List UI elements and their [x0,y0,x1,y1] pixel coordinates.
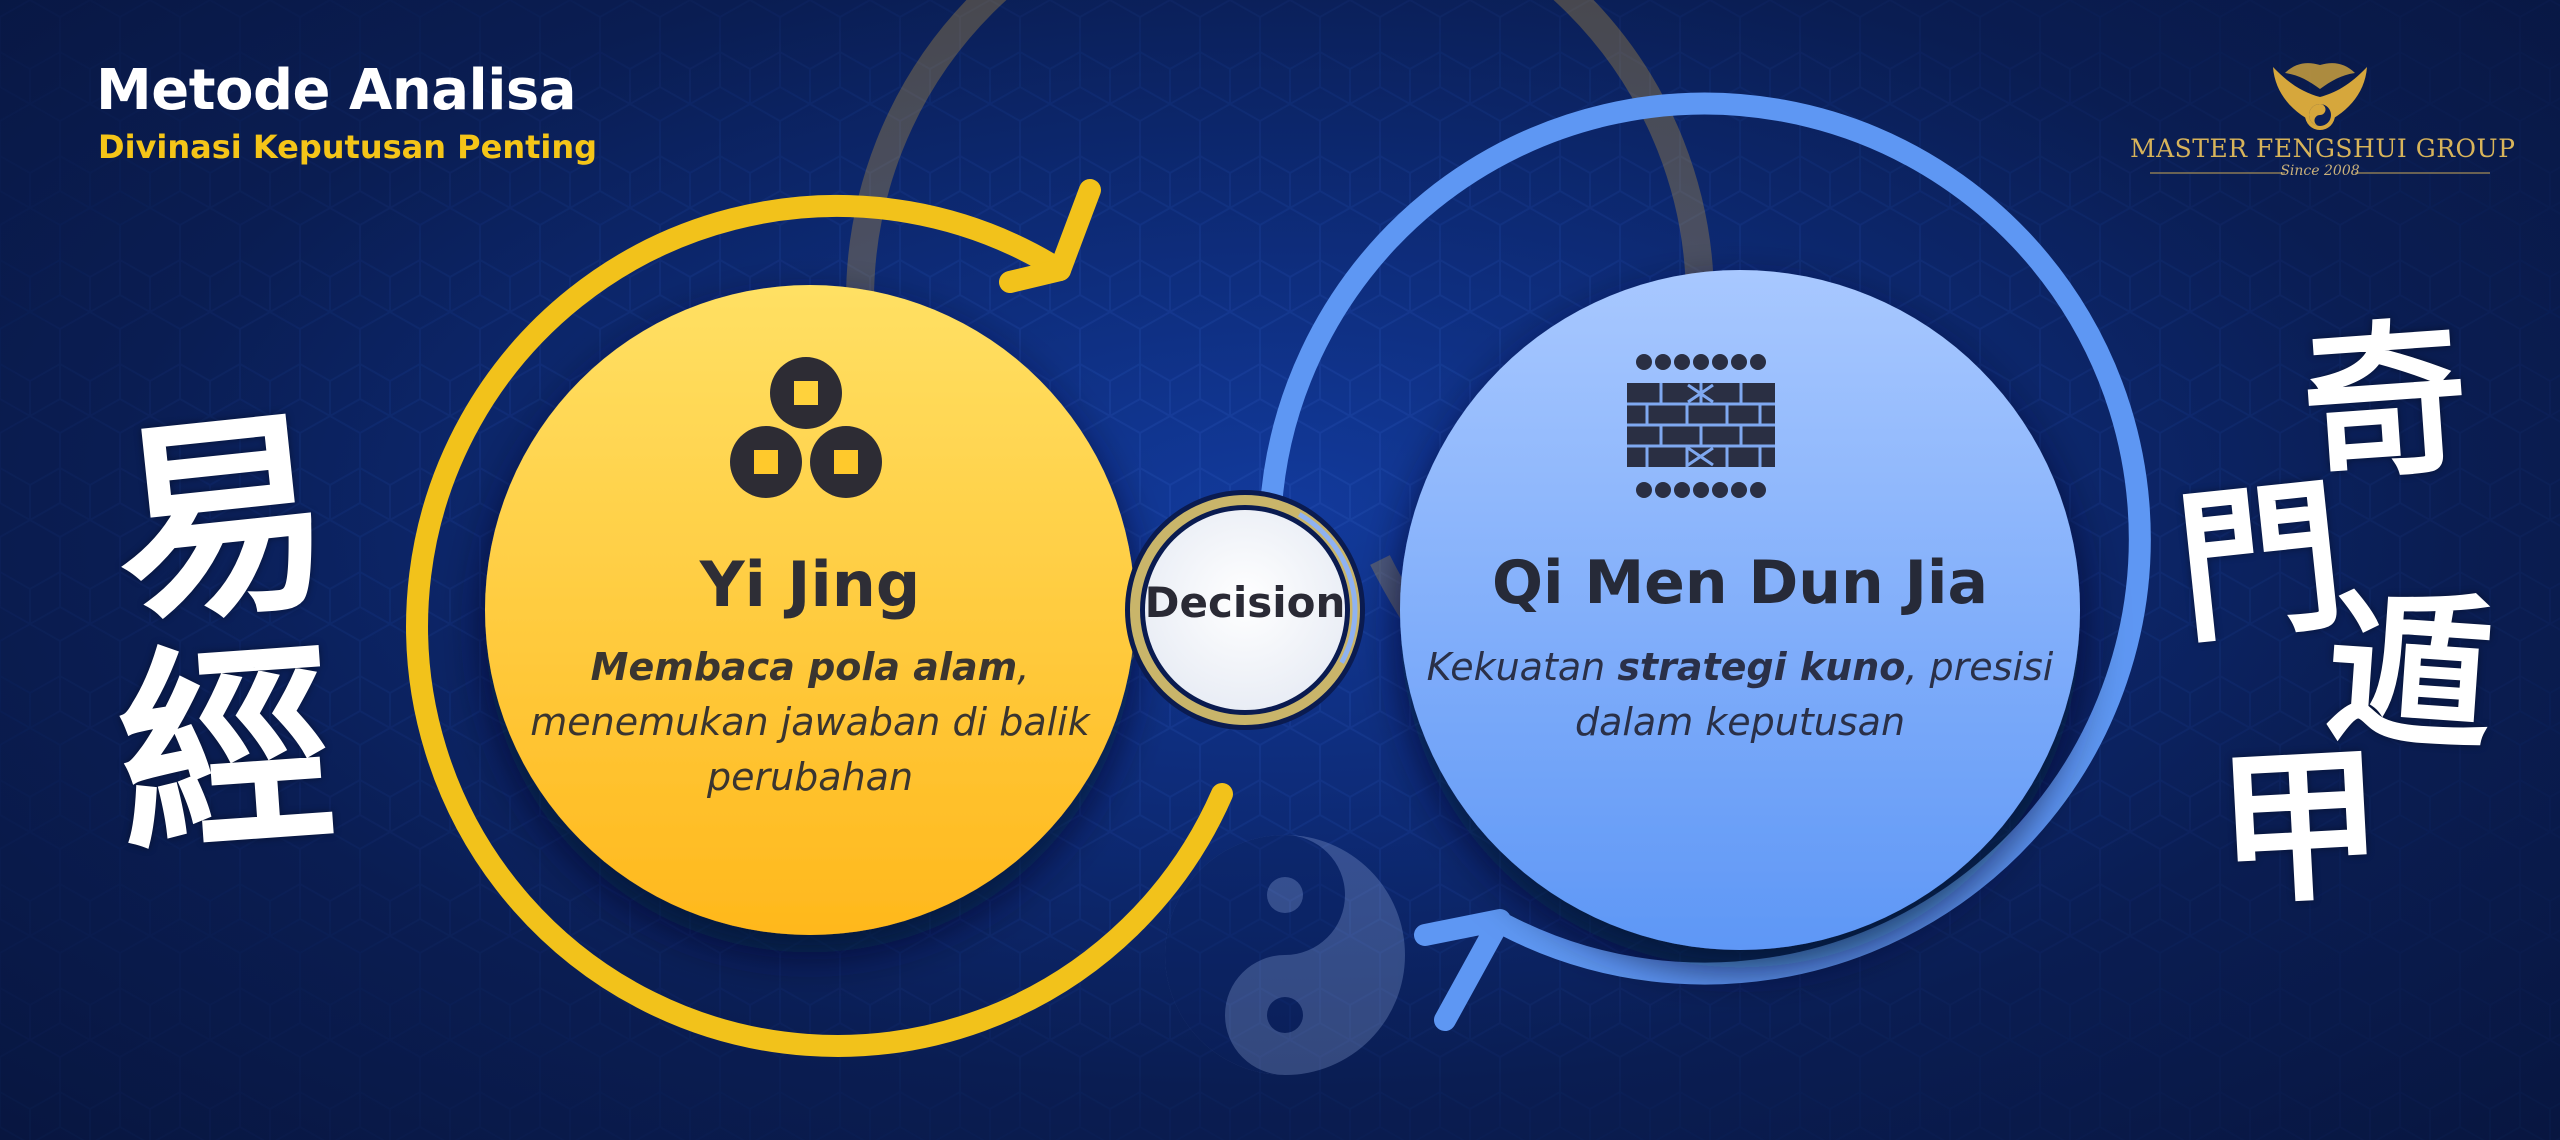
svg-text:門: 門 [2170,459,2352,667]
decision-badge [1125,490,1365,730]
svg-text:甲: 甲 [2213,728,2388,910]
qi-men-title: Qi Men Dun Jia [1492,548,1988,618]
yi-jing-desc-bold: Membaca pola alam [590,645,1018,689]
qi-men-desc-pre: Kekuatan [1426,645,1618,689]
logo-since: Since 2008 [2280,163,2360,179]
yi-jing-description: Membaca pola alam, menemukan jawaban di … [500,640,1120,805]
three-coins-icon [730,357,882,498]
svg-text:經: 經 [110,618,342,860]
qi-men-desc-rest: , presisi dalam keputusan [1574,645,2054,745]
qi-men-description: Kekuatan strategi kuno, presisi dalam ke… [1380,640,2100,750]
qi-men-dun-jia-calligraphy: 奇 門 遁 甲 [2170,301,2499,910]
yi-jing-cycle-arrow [406,179,1233,1057]
qi-men-desc-bold: strategi kuno [1617,645,1906,689]
qi-men-circle [1400,270,2080,950]
qimen-grid-icon [1627,354,1775,498]
yi-jing-desc-rest: , menemukan jawaban di balik perubahan [530,645,1090,800]
page-title: Metode Analisa [96,58,577,123]
logo-wordmark: MASTER FENGSHUI GROUP [2130,134,2516,163]
page-subtitle: Divinasi Keputusan Penting [98,128,598,166]
svg-text:易: 易 [102,384,342,656]
svg-text:遁: 遁 [2321,571,2499,774]
svg-text:奇: 奇 [2296,301,2474,504]
yi-jing-calligraphy: 易 經 [102,384,342,860]
yi-jing-title: Yi Jing [699,548,921,621]
yi-jing-circle [485,285,1135,935]
decision-label: Decision [1144,578,1346,627]
qi-men-cycle-arrow [1259,92,2151,1031]
phoenix-logo-icon [2150,63,2490,174]
